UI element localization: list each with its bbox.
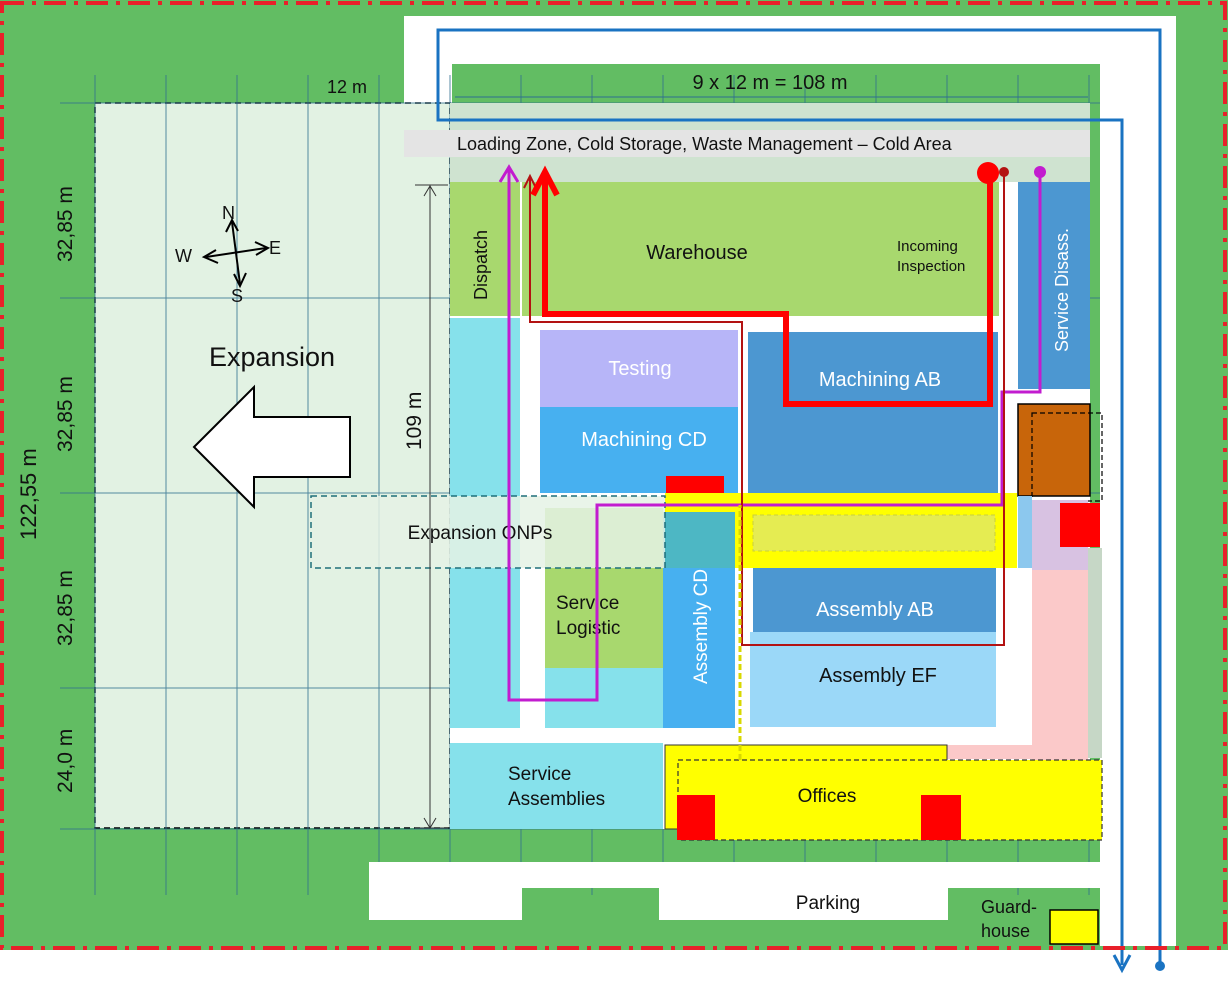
parking-label: Parking [796,893,860,914]
assembly-ab-area [753,568,996,632]
site-boundary [0,1,1227,950]
brown-room [1017,403,1091,497]
loading-zone-label-bg [404,130,1090,157]
machining-ab-area [748,332,998,493]
offices-label: Offices [798,786,857,807]
expansion-arrow-icon [192,384,351,510]
guardhouse-label-2: house [981,921,1030,941]
parking-left [369,862,522,920]
darkred-arrowhead [523,173,537,189]
material-flow-red [530,165,993,407]
compass-arrow-n [225,217,239,233]
stair-core-right [1060,503,1100,547]
route-exit-path [436,28,1162,965]
inner-height-arrow-top [423,185,437,197]
darkred-path [529,172,1005,646]
access-road-top [404,16,1176,64]
service-assemblies-label-2: Assemblies [508,789,605,810]
compass-rose-icon [201,217,271,289]
row-height-label: 32,85 m [54,376,77,452]
magenta-arrowhead [498,164,520,183]
gray-strip [1088,548,1102,758]
red-path [542,175,993,407]
compass-axis-we [205,247,267,258]
service-disassembly-area [1018,182,1090,389]
assembly-cd-teal [663,512,735,568]
guardhouse-label-1: Guard- [981,897,1037,917]
top-width-dimension: 9 x 12 m = 108 m [692,72,847,94]
hatched-zone [752,514,996,552]
machining-cd-label: Machining CD [581,429,707,451]
material-flow-magenta [498,164,1042,702]
material-flow-darkred [523,172,1005,646]
stair-core-top [666,476,724,493]
service-disassembly-label: Service Disass. [1052,228,1072,352]
cyan-area-mid [545,668,663,728]
vehicle-route-blue [436,28,1162,974]
loading-zone-label: Loading Zone, Cold Storage, Waste Manage… [457,134,953,154]
service-assemblies-label-1: Service [508,764,571,785]
testing-area [540,330,738,408]
service-logistic-label-1: Service [556,593,619,614]
pink-area-bottom [947,745,1088,759]
inner-height-arrow-bottom [423,817,437,829]
incoming-inspection-label-1: Incoming [897,238,958,255]
blue-hatch-strip [1018,496,1032,568]
dispatch-label: Dispatch [471,230,491,300]
expansion-onps-label: Expansion ONPs [408,523,553,544]
route-entry-dot [1155,961,1165,971]
compass-arrow-e [254,241,271,256]
service-assemblies-area [450,743,663,829]
guardhouse-building [1049,909,1099,945]
stair-core-office-left [677,795,715,840]
assembly-ef-label: Assembly EF [819,665,937,687]
assembly-cd-area [663,568,735,728]
assembly-cd-label: Assembly CD [691,569,712,684]
stair-core-office-right [921,795,961,840]
assembly-ab-label: Assembly AB [816,599,934,621]
row-height-label: 24,0 m [54,729,77,793]
total-height-label: 122,55 m [16,448,41,540]
warehouse-area [522,182,999,316]
bottom-strip [0,950,1228,995]
compass-e: E [269,238,281,258]
red-start-dot [977,162,999,184]
magenta-start-dot [1034,166,1046,178]
compass-arrow-w [201,249,219,264]
row-height-label: 32,85 m [54,186,77,262]
service-logistic-label-2: Logistic [556,618,620,639]
parking-main [659,862,948,920]
route-exit-arrowhead [1112,954,1132,974]
red-arrowhead [530,165,560,197]
offices-annex [677,759,1103,841]
magenta-path [507,170,1042,702]
inner-height-label: 109 m [403,392,426,450]
machining-ab-label: Machining AB [819,369,941,391]
grid-module-label: 12 m [327,77,367,97]
compass-s: S [231,286,243,306]
assembly-ef-area [750,632,996,727]
testing-label: Testing [608,358,671,380]
darkred-start-dot [999,167,1009,177]
compass-w: W [175,246,192,266]
compass-arrow-s [233,272,247,289]
access-road-right [1100,16,1176,946]
incoming-inspection-label-2: Inspection [897,258,965,275]
expansion-onps-area [310,495,666,569]
row-height-label: 32,85 m [54,570,77,646]
warehouse-label: Warehouse [646,242,748,264]
expansion-label: Expansion [209,342,335,372]
compass-n: N [222,203,235,223]
